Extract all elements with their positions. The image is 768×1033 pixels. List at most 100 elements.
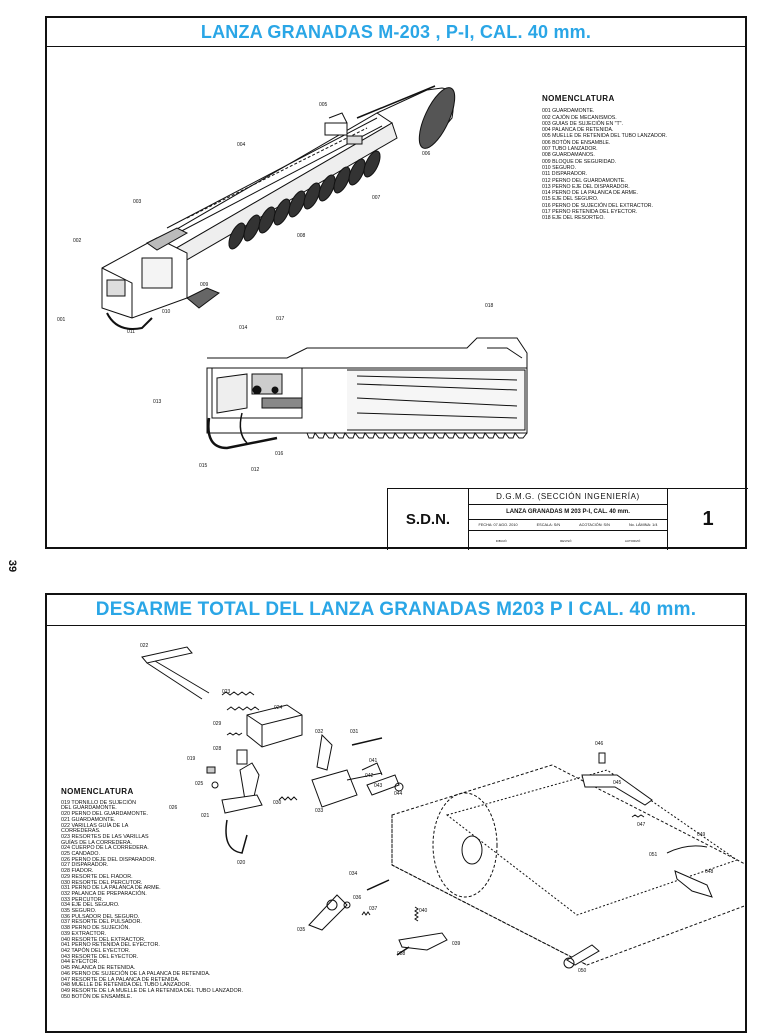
drawing-title: LANZA GRANADAS M 203 P-I, CAL. 40 mm.: [469, 505, 667, 520]
list-item: DEL GUARDAMONTE.: [61, 805, 117, 812]
list-item: 021 GUARDAMONTE.: [61, 816, 116, 823]
callout-047: 047: [637, 822, 646, 828]
callout-030: 030: [273, 800, 282, 806]
drawing-sheet-1: LANZA GRANADAS M-203 , P-I, CAL. 40 mm.: [45, 16, 748, 550]
callout-006: 006: [422, 151, 431, 157]
list-item: CORREDERAS.: [61, 828, 101, 835]
callout-025: 025: [195, 781, 204, 787]
callout-026: 026: [169, 805, 178, 811]
list-item: 011 DISPARADOR.: [542, 171, 588, 178]
sheet-1-title: LANZA GRANADAS M-203 , P-I, CAL. 40 mm.: [47, 18, 745, 47]
org-label: S.D.N.: [388, 489, 469, 550]
list-item: 026 PERNO DEJE DEL DISPARADOR.: [61, 856, 156, 863]
acotacion-field: ACOTACIÓN: S/N: [579, 523, 610, 527]
list-item: 032 PALANCA DE PREPARACIÓN.: [61, 890, 147, 897]
callout-051: 051: [649, 852, 658, 858]
list-item: 010 SEGURO.: [542, 164, 577, 171]
sheet-number: 1: [702, 508, 714, 530]
list-item: 037 RESORTE DEL PULSADOR.: [61, 919, 142, 926]
callout-018: 018: [485, 303, 494, 309]
list-item: 030 RESORTE DEL PERCUTOR.: [61, 879, 143, 886]
callout-007: 007: [372, 195, 381, 201]
list-item: 028 FIADOR.: [61, 868, 94, 875]
callout-044: 044: [394, 791, 403, 797]
list-item: 017 PERNO RETENIDA DEL EYECTOR.: [542, 209, 638, 216]
sheet-2-title: DESARME TOTAL DEL LANZA GRANADAS M203 P …: [47, 595, 745, 626]
callout-004: 004: [237, 142, 246, 148]
list-item: 047 RESORTE DE LA PALANCA DE RETENIDA.: [61, 976, 180, 983]
nomenclature-list-2: NOMENCLATURA 019 TORNILLO DE SUJECIÓN DE…: [61, 788, 244, 1000]
callout-022: 022: [140, 643, 149, 649]
list-item: 001 GUARDAMONTE.: [542, 108, 595, 115]
list-item: 050 BOTÓN DE ENSAMBLE.: [61, 993, 132, 1000]
callout-013: 013: [153, 399, 162, 405]
callout-028: 028: [213, 746, 222, 752]
list-item: 035 SEGURO.: [61, 908, 97, 915]
list-item: 018 EJE DEL RESORTEO.: [542, 215, 605, 222]
callout-015: 015: [199, 463, 208, 469]
callout-021: 021: [201, 813, 210, 819]
page-number: 39: [6, 559, 19, 573]
callout-048: 048: [705, 869, 714, 875]
callout-037: 037: [369, 906, 378, 912]
list-item: 022 VARILLAS GUÍA DE LA: [61, 822, 129, 829]
callout-001: 001: [57, 317, 66, 323]
list-item: 025 CANDADO.: [61, 851, 100, 858]
list-item: 045 PALANCA DE RETENIDA.: [61, 965, 136, 972]
callout-040: 040: [419, 908, 428, 914]
fecha-field: FECHA: 07 AGO. 2010: [478, 523, 518, 527]
callout-045: 045: [613, 780, 622, 786]
callout-049: 049: [697, 832, 706, 838]
list-item: 024 CUERPO DE LA CORREDERA.: [61, 845, 149, 852]
callout-024: 024: [274, 705, 283, 711]
list-item: 027 DISPARADOR.: [61, 862, 109, 869]
list-item: 043 RESORTE DEL EYECTOR.: [61, 953, 139, 960]
drawing-sheet-2: DESARME TOTAL DEL LANZA GRANADAS M203 P …: [45, 593, 747, 1033]
lamina-field: No. LÁMINA: 1/4: [628, 523, 658, 527]
callout-002: 002: [73, 238, 82, 244]
list-item: 006 BOTÓN DE ENSAMBLE.: [542, 139, 611, 146]
list-item: 042 TAPÓN DEL EYECTOR.: [61, 947, 131, 954]
list-item: 029 RESORTE DEL FIADOR.: [61, 873, 133, 880]
signatures-row: DIBUJÓ REVISÓ AUTORIZÓ: [469, 531, 667, 550]
callout-020: 020: [237, 860, 246, 866]
list-item: 014 PERNO DE LA PALANCA DE ARME.: [542, 190, 638, 197]
list-item: 039 EXTRACTOR.: [61, 930, 107, 937]
callout-041: 041: [369, 758, 378, 764]
callout-043: 043: [374, 783, 383, 789]
callout-005: 005: [319, 102, 328, 108]
list-item: 005 MUELLE DE RETENIDA DEL TUBO LANZADOR…: [542, 133, 668, 140]
list-item: 016 PERNO DE SUJECIÓN DEL EXTRACTOR.: [542, 202, 653, 209]
callout-017: 017: [276, 316, 285, 322]
list-item: 041 PERNO RETENIDA DEL EYECTOR.: [61, 942, 160, 949]
list-item: 031 PERNO DE LA PALANCA DE ARME.: [61, 885, 161, 892]
list-item: 048 MUELLE DE RETENIDA DEL TUBO LANZADOR…: [61, 982, 192, 989]
dept-label: D.G.M.G. (SECCIÓN INGENIERÍA): [469, 489, 667, 505]
escala-field: ESCALA: S/N: [536, 523, 561, 527]
callout-008: 008: [297, 233, 306, 239]
list-item: 013 PERNO EJE DEL DISPARADOR.: [542, 183, 630, 190]
callout-046: 046: [595, 741, 604, 747]
list-item: GUÍAS DE LA CORREDERA.: [61, 839, 132, 846]
list-item: 020 PERNO DEL GUARDAMONTE.: [61, 811, 148, 818]
callout-042: 042: [365, 773, 374, 779]
callout-033: 033: [315, 808, 324, 814]
callout-023: 023: [222, 689, 231, 695]
list-item: 004 PALANCA DE RETENIDA.: [542, 127, 614, 134]
callout-050: 050: [578, 968, 587, 974]
launcher-assembly-drawing: [101, 85, 528, 450]
callout-016: 016: [275, 451, 284, 457]
dibujo-field: DIBUJÓ: [495, 538, 507, 543]
list-item: 008 GUARDAMANOS.: [542, 152, 595, 159]
list-item: 046 PERNO DE SUJECIÓN DE LA PALANCA DE R…: [61, 970, 211, 977]
list-item: 034 EJE DEL SEGURO.: [61, 902, 120, 909]
list-item: 049 RESORTE DE LA MUELLE DE LA RETENIDA …: [61, 987, 244, 994]
list-item: 038 PERNO DE SUJECIÓN.: [61, 925, 130, 932]
exploded-view-drawing: [141, 646, 745, 969]
reviso-field: REVISÓ: [560, 538, 572, 543]
callout-036: 036: [353, 895, 362, 901]
callout-035: 035: [297, 927, 306, 933]
callout-014: 014: [239, 325, 248, 331]
list-item: 007 TUBO LANZADOR.: [542, 146, 598, 153]
list-item: 044 EYECTOR.: [61, 959, 99, 966]
